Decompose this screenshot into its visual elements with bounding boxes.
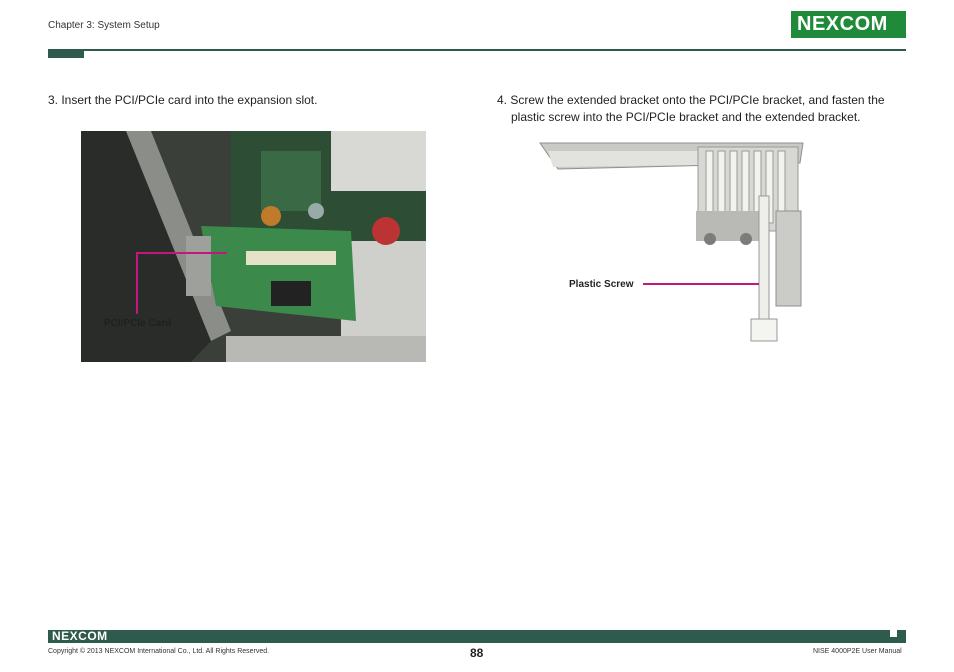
extended-bracket-photo [539, 142, 804, 342]
step-4-text: 4. Screw the extended bracket onto the P… [497, 92, 906, 126]
step-4-line-2: plastic screw into the PCI/PCIe bracket … [511, 110, 861, 124]
copyright: Copyright © 2013 NEXCOM International Co… [48, 648, 270, 655]
page-number: 88 [470, 646, 484, 660]
pci-card-installation-photo [81, 131, 426, 362]
manual-title: NISE 4000P2E User Manual [813, 648, 902, 655]
header-accent-block [48, 49, 84, 58]
plastic-screw-label: Plastic Screw [569, 279, 634, 290]
pci-card-label: PCI/PCIe Card [104, 318, 172, 329]
footer-logo-text: NEXCOM [52, 629, 108, 643]
footer-square [899, 637, 906, 643]
step-3-text: 3. Insert the PCI/PCIe card into the exp… [48, 93, 318, 107]
pci-card-callout-line [136, 252, 227, 314]
chapter-title: Chapter 3: System Setup [48, 20, 160, 31]
footer-bar: NEXCOM [48, 629, 906, 643]
header-rule [48, 49, 906, 51]
footer-logo: NEXCOM [48, 629, 108, 643]
logo-text: NEXCOM [797, 13, 888, 35]
step-4-line-1: 4. Screw the extended bracket onto the P… [497, 93, 885, 107]
nexcom-logo: NEXCOM [791, 11, 906, 38]
footer-square-gap [890, 630, 897, 637]
plastic-screw-callout-line [643, 283, 759, 285]
